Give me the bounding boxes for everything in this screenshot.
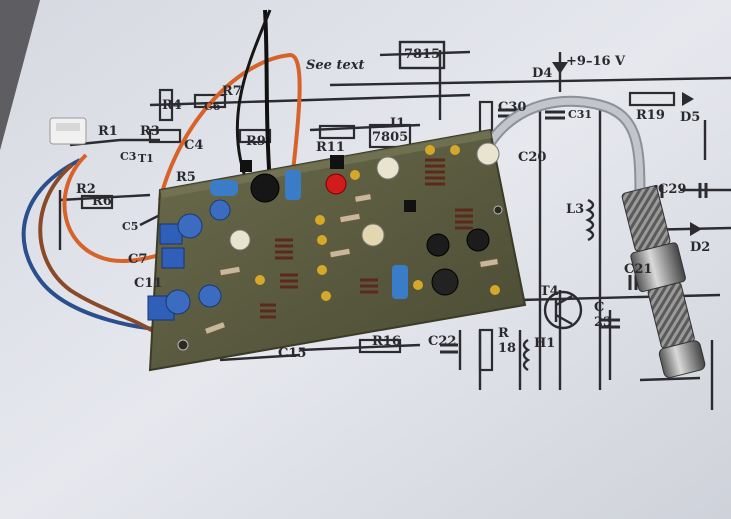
label-c5: C5	[122, 220, 139, 233]
label-c4: C4	[184, 138, 204, 153]
label-c23: C 23	[594, 300, 613, 330]
label-c7: C7	[128, 252, 148, 267]
label-d5: D5	[680, 110, 701, 125]
label-r19: R19	[636, 108, 665, 123]
label-r2: R2	[76, 182, 96, 197]
label-supply: +9–16 V	[566, 54, 626, 69]
label-7805: 7805	[372, 130, 409, 145]
label-see-text: See text	[306, 58, 365, 73]
rf-connector	[621, 185, 706, 378]
label-c20: C20	[518, 150, 547, 165]
label-c11: C11	[134, 276, 163, 291]
label-r11: R11	[316, 140, 345, 155]
label-r18: R 18	[498, 326, 517, 356]
label-c15: C15	[278, 346, 307, 361]
label-d2: D2	[690, 240, 711, 255]
label-r7: R7	[222, 84, 242, 99]
label-c3: C3	[120, 150, 137, 163]
label-r3: R3	[140, 124, 160, 139]
label-7815: 7815	[404, 47, 441, 62]
label-c29: C29	[658, 182, 687, 197]
label-c22: C22	[428, 334, 457, 349]
label-l3: L3	[566, 202, 585, 217]
label-r6: R6	[92, 194, 112, 209]
label-d4: D4	[532, 66, 553, 81]
label-t4: T4	[540, 284, 559, 299]
label-i1: I1	[390, 116, 406, 131]
label-r16: R16	[372, 334, 401, 349]
pcb-components	[147, 142, 503, 351]
label-t1: T1	[138, 152, 154, 165]
label-h1: H1	[534, 336, 556, 351]
label-c21: C21	[624, 262, 653, 277]
label-r4: R4	[162, 98, 182, 113]
white-connector	[49, 117, 87, 145]
label-c31: C31	[568, 108, 593, 121]
label-r9: R9	[246, 134, 266, 149]
label-r1: R1	[98, 124, 118, 139]
label-c6: C6	[204, 100, 221, 113]
label-c30: C30	[498, 100, 527, 115]
label-r5: R5	[176, 170, 196, 185]
